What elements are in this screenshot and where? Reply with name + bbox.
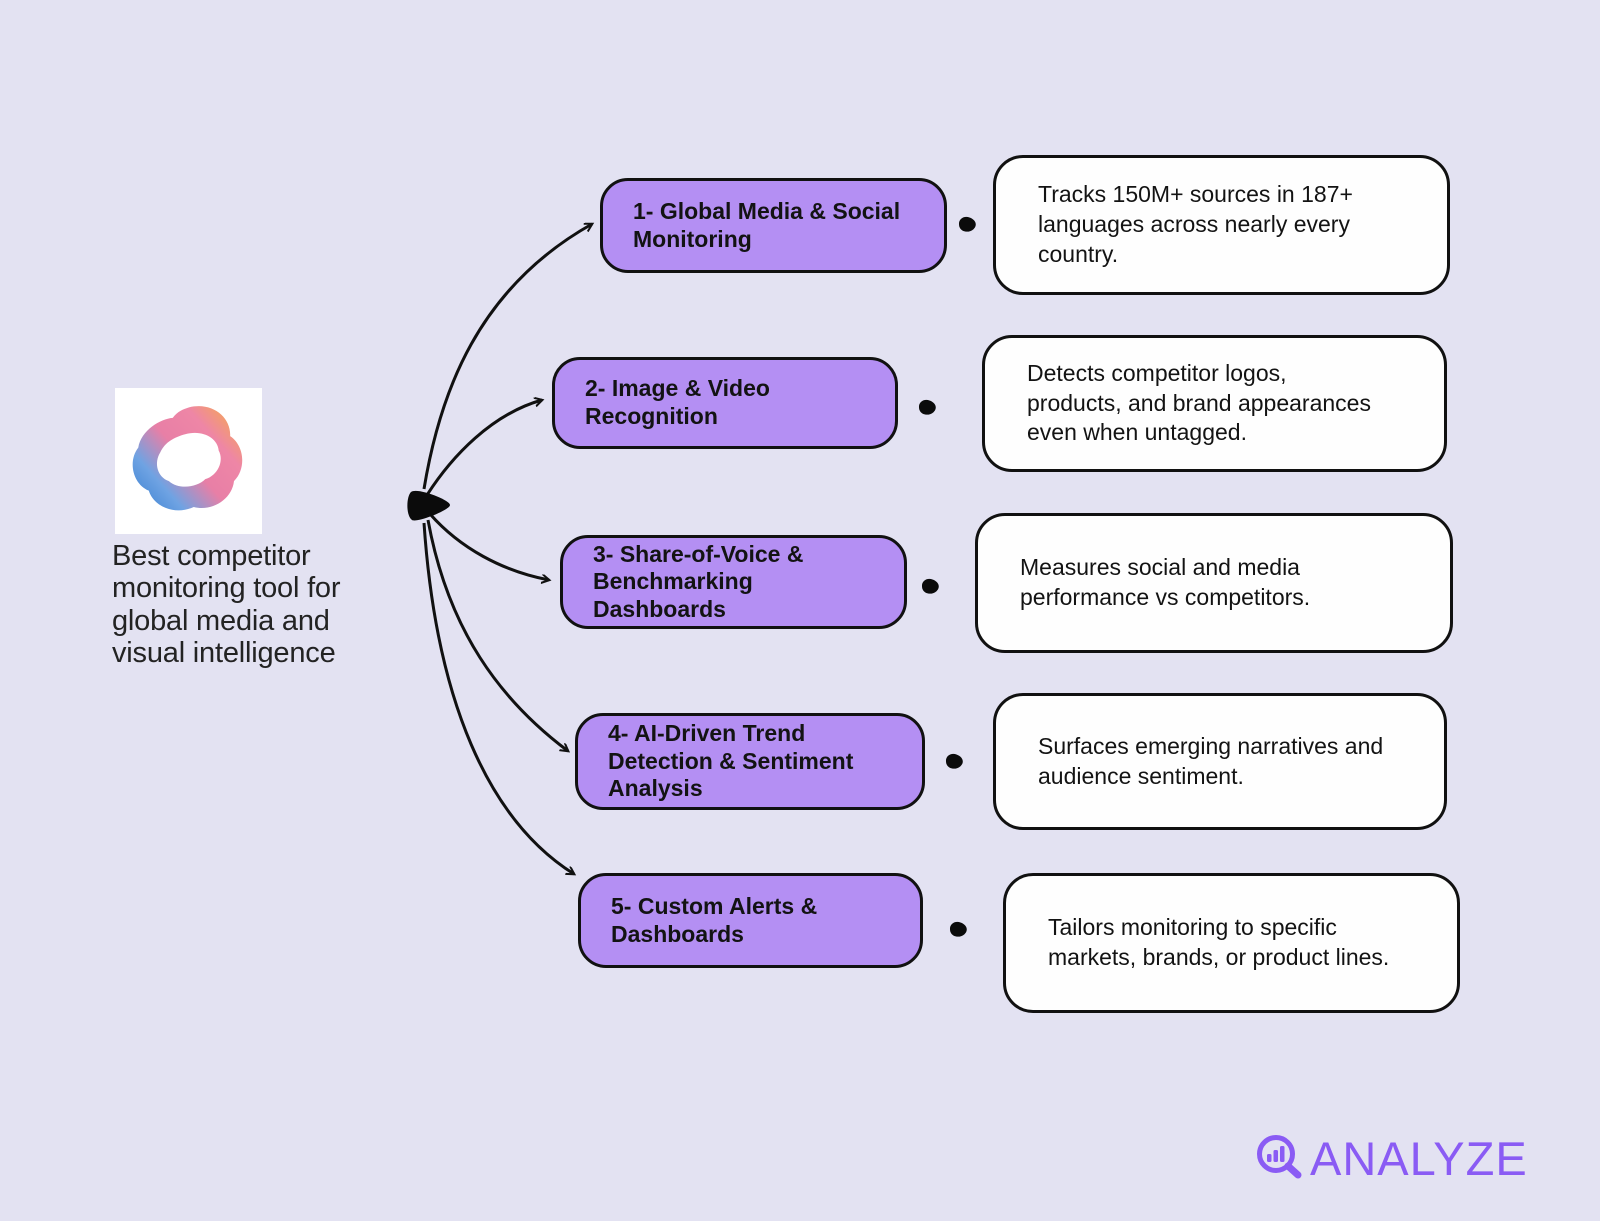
feature-box-1: 1- Global Media & Social Monitoring bbox=[600, 178, 947, 273]
description-box-4: Surfaces emerging narratives and audienc… bbox=[993, 693, 1447, 830]
brand-name: ANALYZE bbox=[1310, 1131, 1528, 1185]
description-box-2: Detects competitor logos, products, and … bbox=[982, 335, 1447, 472]
arrow-to-feature-2 bbox=[425, 400, 542, 496]
arrow-to-feature-1 bbox=[422, 222, 592, 490]
description-box-3: Measures social and media performance vs… bbox=[975, 513, 1453, 653]
swirl-ring-logo-icon bbox=[132, 406, 242, 511]
connector-blobs bbox=[918, 216, 976, 937]
teardrop-connector bbox=[921, 578, 939, 594]
feature-box-5: 5- Custom Alerts & Dashboards bbox=[578, 873, 923, 968]
description-box-1: Tracks 150M+ sources in 187+ languages a… bbox=[993, 155, 1450, 295]
logo-card bbox=[115, 388, 262, 534]
feature-box-3: 3- Share-of-Voice & Benchmarking Dashboa… bbox=[560, 535, 907, 629]
teardrop-connector bbox=[918, 399, 936, 415]
teardrop-connector bbox=[945, 753, 963, 769]
diagram-title: Best competitor monitoring tool for glob… bbox=[112, 540, 341, 670]
arrow-to-feature-5 bbox=[422, 522, 574, 874]
root-node-blob bbox=[407, 490, 450, 521]
teardrop-connector bbox=[949, 921, 967, 937]
feature-box-4: 4- AI-Driven Trend Detection & Sentiment… bbox=[575, 713, 925, 810]
feature-box-2: 2- Image & Video Recognition bbox=[552, 357, 898, 449]
arrow-to-feature-3 bbox=[428, 513, 549, 580]
description-box-5: Tailors monitoring to specific markets, … bbox=[1003, 873, 1460, 1013]
brand-lockup: ANALYZE bbox=[1252, 1128, 1528, 1188]
magnifier-bar-chart-icon bbox=[1257, 1135, 1302, 1179]
arrow-to-feature-4 bbox=[426, 519, 568, 751]
teardrop-connector bbox=[958, 216, 976, 232]
